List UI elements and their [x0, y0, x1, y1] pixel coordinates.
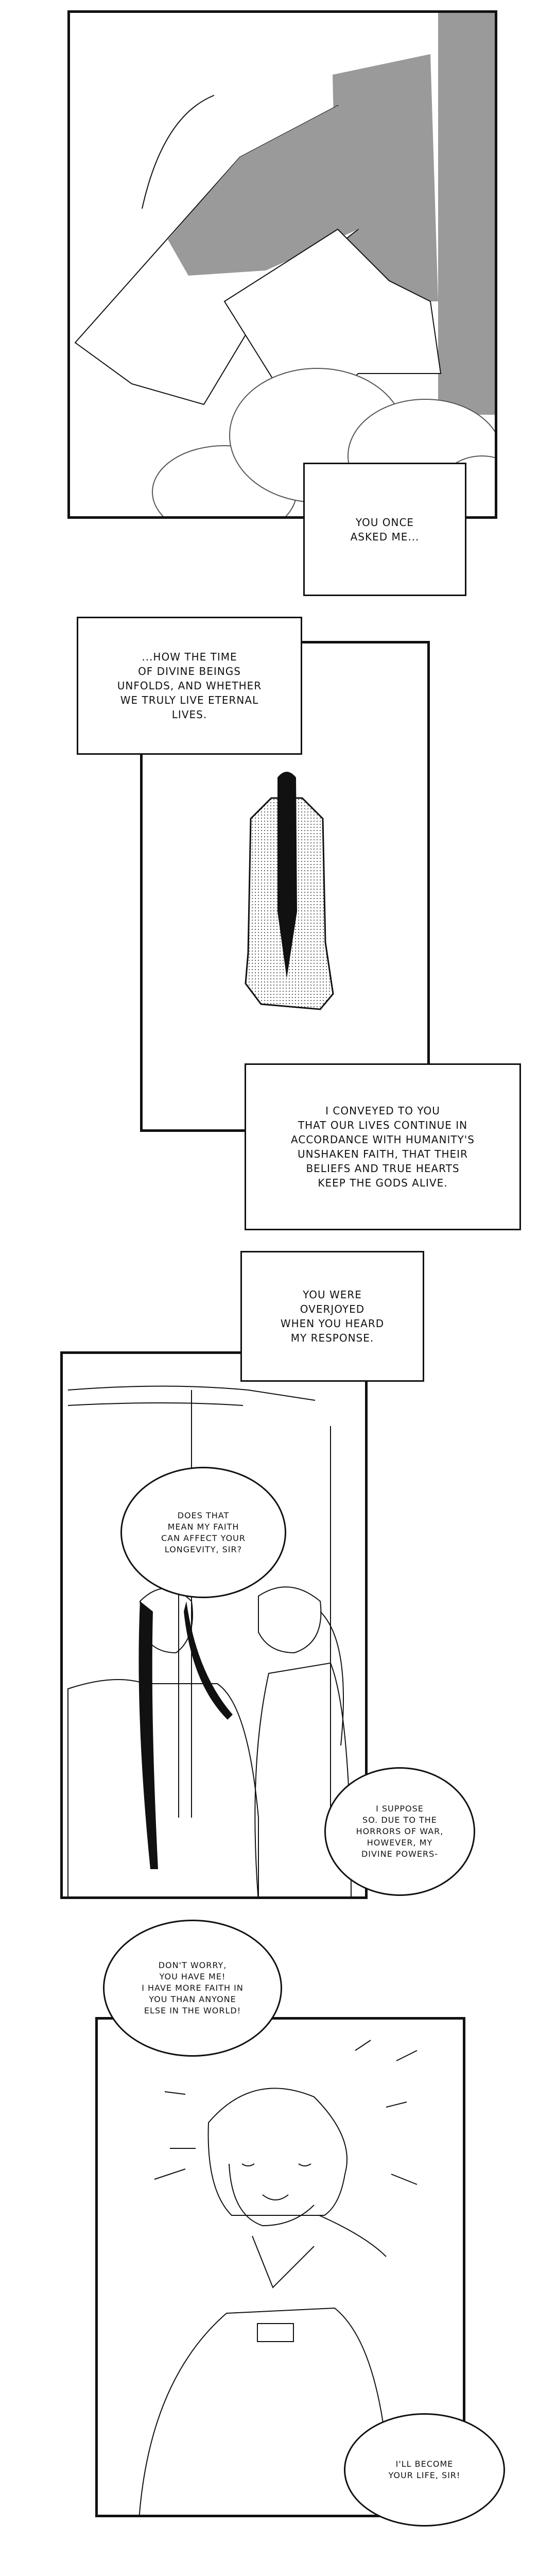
- man-long-hair: [138, 1601, 233, 1869]
- girl-head: [258, 1586, 322, 1654]
- sparkle-lines: [154, 2040, 418, 2185]
- caption-overjoyed: YOU WERE OVERJOYED WHEN YOU HEARD MY RES…: [240, 1251, 424, 1382]
- robe-shadow: [333, 54, 438, 301]
- character-hair: [207, 2088, 348, 2216]
- speech-bubble-divine-powers: I SUPPOSE SO. DUE TO THE HORRORS OF WAR,…: [324, 1767, 475, 1896]
- robe-and-tree-illustration: [74, 13, 495, 516]
- girl-robe: [254, 1662, 352, 1896]
- room-screen-line: [67, 1402, 244, 1406]
- speech-bubble-become-your-life: I'LL BECOME YOUR LIFE, SIR!: [344, 2413, 505, 2527]
- two-characters-illustration: [67, 1385, 352, 1896]
- character-ponytail: [319, 2215, 387, 2257]
- panel-3-conversation: [60, 1351, 368, 1899]
- character-face: [229, 2163, 315, 2227]
- long-haired-figure-illustration: [245, 772, 334, 1010]
- character-smile: [262, 2194, 289, 2200]
- caption-gods-alive: I CONVEYED TO YOU THAT OUR LIVES CONTINU…: [245, 1063, 521, 1230]
- hanbok-collar: [252, 2235, 315, 2289]
- character-eyes: [241, 2163, 311, 2166]
- caption-time-of-divine-beings: ...HOW THE TIME OF DIVINE BEINGS UNFOLDS…: [77, 617, 302, 755]
- speech-bubble-faith-longevity: DOES THAT MEAN MY FAITH CAN AFFECT YOUR …: [120, 1467, 286, 1598]
- tree-trunk: [438, 13, 495, 415]
- girl-ponytail: [320, 1611, 344, 1746]
- speech-bubble-dont-worry: DON'T WORRY, YOU HAVE ME! I HAVE MORE FA…: [103, 1920, 282, 2057]
- room-screen-top: [67, 1385, 316, 1401]
- motion-arc: [142, 95, 215, 209]
- panel-1-robe-under-tree: [67, 10, 497, 519]
- figure-hair: [277, 772, 297, 978]
- caption-you-once-asked-me: YOU ONCE ASKED ME...: [303, 463, 466, 596]
- hanbok-tie: [257, 2323, 294, 2342]
